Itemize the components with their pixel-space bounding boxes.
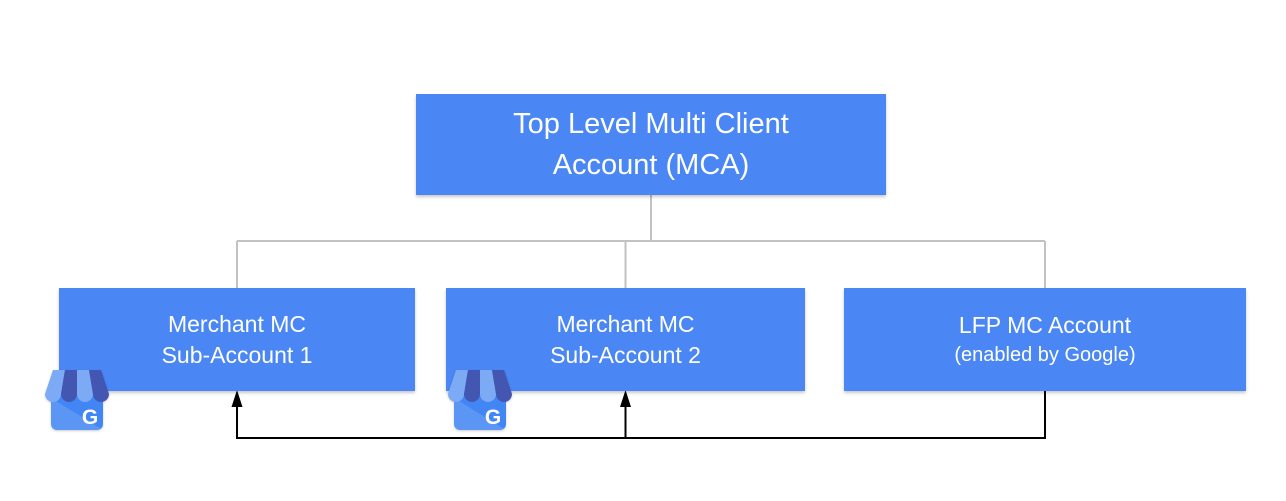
node-label-line: Merchant MC: [556, 310, 695, 337]
node-merchant-sub-account-2: Merchant MC Sub-Account 2: [446, 288, 805, 391]
node-label-line: Merchant MC: [167, 310, 307, 337]
business-profile-icon: G: [448, 370, 512, 430]
node-top-level-mca: Top Level Multi Client Account (MCA): [416, 94, 886, 195]
node-label-line: Account (MCA): [552, 148, 750, 181]
node-merchant-sub-account-1: Merchant MC Sub-Account 1: [59, 288, 415, 391]
node-label-line: Top Level Multi Client: [513, 107, 789, 140]
node-lfp-mc-account: LFP MC Account (enabled by Google): [844, 288, 1246, 391]
feed-arrows: [231, 390, 1046, 439]
node-label-line: Sub-Account 1: [161, 341, 313, 368]
google-g-glyph: G: [485, 406, 501, 429]
arrow-head-icon: [620, 390, 631, 407]
node-label-line: Sub-Account 2: [550, 341, 701, 368]
node-label-line: (enabled by Google): [954, 343, 1136, 366]
google-g-glyph: G: [82, 406, 98, 429]
node-label-line: LFP MC Account: [958, 311, 1132, 338]
business-profile-icon: G: [45, 370, 109, 430]
tree-connector: [236, 195, 1046, 288]
arrow-head-icon: [231, 390, 243, 407]
